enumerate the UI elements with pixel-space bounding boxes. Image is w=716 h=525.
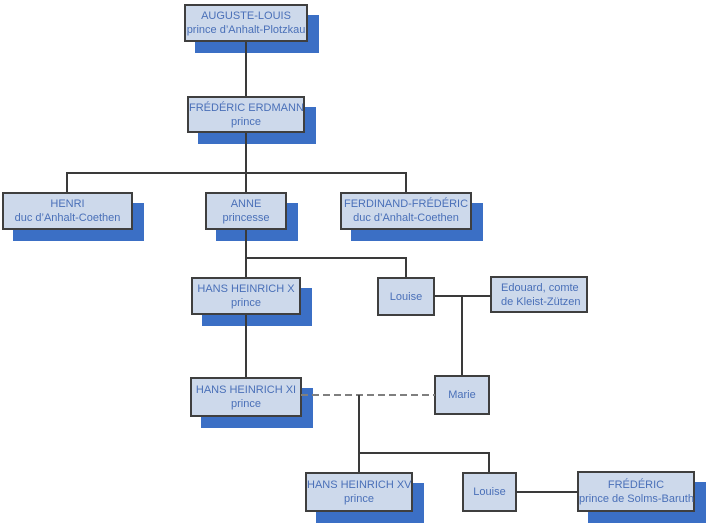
connector-vertical — [461, 296, 463, 375]
connector-marriage-dashed — [301, 394, 435, 396]
connector-vertical — [405, 173, 407, 192]
connector-vertical — [358, 395, 360, 453]
node-subtitle: de Kleist-Zützen — [501, 295, 581, 308]
tree-node-anne[interactable]: ANNE princesse — [205, 192, 287, 230]
tree-node-louise-2[interactable]: Louise — [462, 472, 517, 512]
tree-node-henri[interactable]: HENRI duc d’Anhalt-Coethen — [2, 192, 133, 230]
connector-horizontal — [245, 257, 407, 259]
node-name: Louise — [389, 290, 423, 303]
tree-node-edouard[interactable]: Edouard, comte de Kleist-Zützen — [490, 276, 588, 313]
connector-horizontal — [358, 452, 490, 454]
node-subtitle: prince — [231, 398, 261, 410]
tree-node-hans-heinrich-xi[interactable]: HANS HEINRICH XI prince — [190, 377, 302, 417]
node-name: FRÉDÉRIC — [607, 478, 665, 491]
tree-node-hans-heinrich-xv[interactable]: HANS HEINRICH XV prince — [305, 472, 413, 512]
node-name: HANS HEINRICH XI — [195, 384, 297, 396]
node-name: ANNE — [230, 198, 262, 210]
connector-horizontal — [66, 172, 407, 174]
tree-node-louise-1[interactable]: Louise — [377, 277, 435, 316]
tree-node-frederic-solms[interactable]: FRÉDÉRIC prince de Solms-Baruth — [577, 471, 695, 512]
connector-vertical — [245, 230, 247, 277]
node-name: HENRI — [50, 198, 85, 210]
connector-vertical — [245, 315, 247, 377]
node-subtitle: duc d’Anhalt-Coethen — [14, 212, 121, 224]
tree-node-hans-heinrich-x[interactable]: HANS HEINRICH X prince — [191, 277, 301, 315]
connector-horizontal — [516, 491, 578, 493]
node-subtitle: prince — [231, 297, 261, 309]
connector-vertical — [245, 133, 247, 173]
node-name: AUGUSTE-LOUIS — [201, 10, 291, 22]
connector-vertical — [488, 453, 490, 472]
node-name: Marie — [448, 389, 476, 401]
node-subtitle: prince de Solms-Baruth — [579, 492, 694, 505]
tree-node-auguste-louis[interactable]: AUGUSTE-LOUIS prince d’Anhalt-Plotzkau — [184, 4, 308, 42]
node-subtitle: duc d’Anhalt-Coethen — [353, 212, 459, 224]
node-subtitle: princesse — [222, 212, 270, 224]
node-name: HANS HEINRICH X — [197, 283, 295, 295]
tree-node-frederic-erdmann[interactable]: FRÉDÉRIC ERDMANN prince — [187, 96, 305, 133]
node-subtitle: prince — [344, 493, 374, 505]
connector-vertical — [358, 453, 360, 472]
connector-vertical — [66, 173, 68, 192]
connector-vertical — [245, 42, 247, 96]
node-name: HANS HEINRICH XV — [307, 479, 412, 491]
node-name: FRÉDÉRIC ERDMANN — [189, 101, 304, 114]
node-subtitle: prince d’Anhalt-Plotzkau — [186, 24, 306, 36]
node-name: FERDINAND-FRÉDÉRIC — [343, 198, 469, 210]
connector-vertical — [405, 258, 407, 277]
tree-node-marie[interactable]: Marie — [434, 375, 490, 415]
tree-node-ferdinand-frederic[interactable]: FERDINAND-FRÉDÉRIC duc d’Anhalt-Coethen — [340, 192, 472, 230]
connector-vertical — [245, 173, 247, 192]
node-name: Edouard, comte — [501, 281, 579, 294]
node-name: Louise — [473, 486, 506, 498]
node-subtitle: prince — [231, 115, 261, 128]
